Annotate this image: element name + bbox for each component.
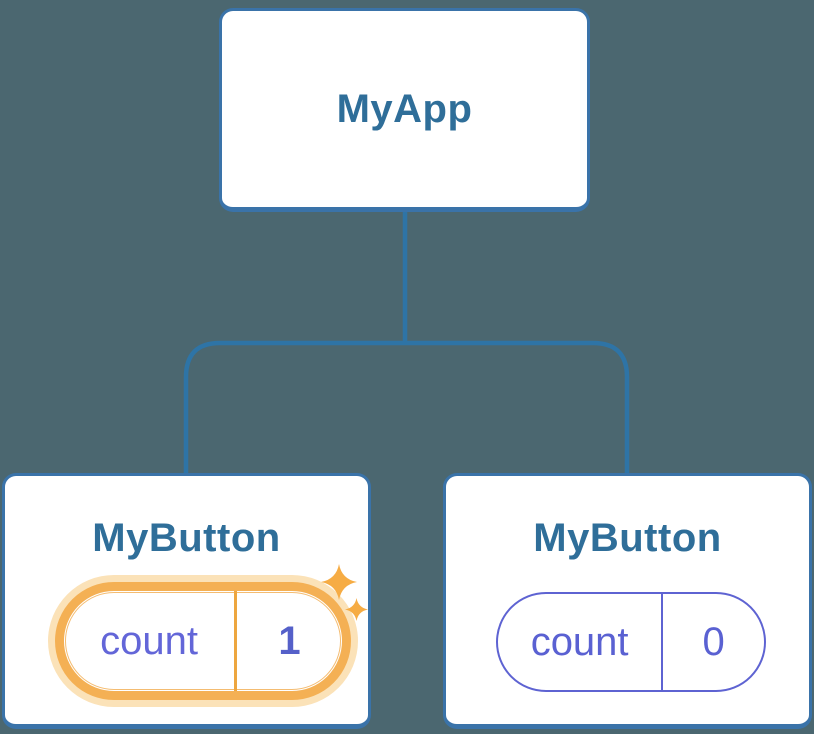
state-value: 1 (278, 619, 301, 663)
state-pill-divider (234, 591, 238, 691)
state-value: 0 (702, 620, 725, 664)
node-mybutton-right-label: MyButton (533, 516, 722, 560)
node-myapp: MyApp (219, 8, 590, 212)
state-key-label: count (100, 619, 198, 663)
state-key-label: count (530, 620, 629, 664)
state-pill-divider (661, 594, 664, 690)
node-mybutton-right: MyButton count 0 (443, 473, 812, 729)
node-myapp-label: MyApp (336, 87, 473, 131)
state-pill-highlighted: count 1 (55, 582, 351, 700)
node-mybutton-left: MyButton count 1 (2, 473, 371, 729)
sparkle-icon (345, 598, 368, 621)
node-mybutton-left-label: MyButton (92, 516, 281, 560)
state-pill: count 0 (496, 592, 766, 692)
